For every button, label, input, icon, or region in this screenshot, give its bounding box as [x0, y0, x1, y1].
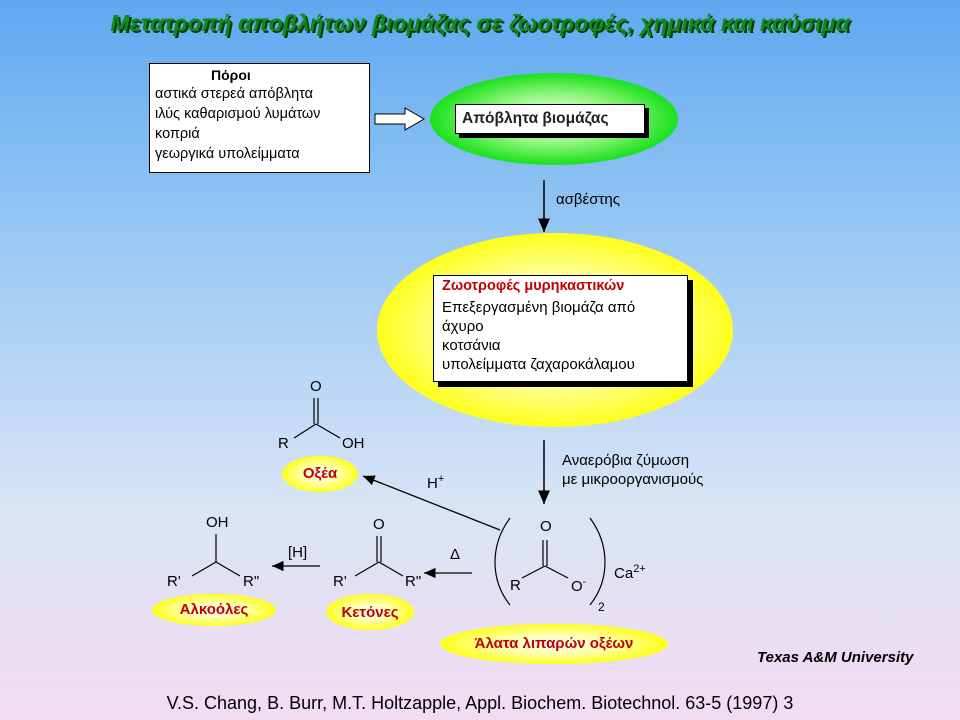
feed-item: Επεξεργασμένη βιομάζα από	[442, 299, 636, 316]
source-item: αστικά στερεά απόβλητα	[155, 86, 314, 102]
source-item: ιλύς καθαρισμού λυμάτων	[155, 106, 321, 122]
credit: Texas A&M University	[757, 649, 914, 666]
alcohols-pill	[152, 594, 276, 626]
feeds-box: Ζωοτροφές μυρηκαστικών Επεξεργασμένη βιο…	[433, 275, 688, 382]
alcohol-structure	[191, 534, 241, 577]
salts-pill	[440, 624, 668, 664]
alcohol-atom-oh: OH	[206, 514, 229, 531]
citation: V.S. Chang, B. Burr, M.T. Holtzapple, Ap…	[166, 693, 794, 713]
fermentation-step-line2: με μικροοργανισμούς	[562, 471, 704, 488]
alcohols-label: Αλκοόλες	[179, 601, 249, 618]
acids-pill	[282, 456, 358, 492]
sources-box: Πόροι αστικά στερεά απόβλητα ιλύς καθαρι…	[149, 63, 370, 173]
reduction-label: [H]	[288, 544, 308, 561]
fermentation-step-line1: Αναερόβια ζύμωση	[562, 452, 690, 469]
feed-item: άχυρο	[442, 318, 484, 335]
acid-atom-oh: OH	[342, 435, 365, 452]
alcohol-atom-r1: R'	[167, 573, 181, 590]
ketone-atom-o: O	[373, 516, 385, 533]
arrow-to-acids	[362, 475, 501, 531]
delta-label: Δ	[450, 546, 461, 563]
calcium-ion: Ca2+	[614, 563, 646, 582]
hollow-arrow	[374, 107, 425, 131]
salt-subscript: 2	[598, 600, 605, 614]
salt-atom-o: O	[540, 518, 552, 535]
salt-atom-r: R	[510, 577, 521, 594]
biomass-waste-label: Απόβλητα βιομάζας	[455, 104, 645, 134]
ketone-structure	[354, 536, 404, 577]
salt-atom-ominus: O-	[571, 577, 587, 595]
ketone-atom-r1: R'	[333, 573, 347, 590]
source-item: κοπριά	[155, 126, 200, 142]
acid-atom-o: O	[310, 378, 322, 395]
acid-atom-r: R	[278, 435, 289, 452]
feed-item: κοτσάνια	[442, 337, 501, 354]
page-title: Μετατροπή αποβλήτων βιομάζας σε ζωοτροφέ…	[110, 10, 850, 36]
h-plus: H+	[427, 473, 445, 492]
ketones-pill	[326, 594, 414, 630]
lime-step-label: ασβέστης	[556, 191, 620, 208]
ketone-atom-r2: R"	[405, 573, 422, 590]
acid-structure	[293, 398, 341, 439]
alcohol-atom-r2: R"	[243, 573, 260, 590]
source-item: γεωργικά υπολείμματα	[155, 146, 300, 162]
acids-label: Οξέα	[302, 465, 338, 482]
salts-label: Άλατα λιπαρών οξέων	[474, 635, 634, 652]
ketones-label: Κετόνες	[341, 604, 399, 621]
feeds-title: Ζωοτροφές μυρηκαστικών	[442, 278, 625, 294]
salt-structure	[494, 517, 606, 606]
sources-title: Πόροι	[211, 67, 251, 83]
feed-item: υπολείμματα ζαχαροκάλαμου	[442, 356, 635, 373]
